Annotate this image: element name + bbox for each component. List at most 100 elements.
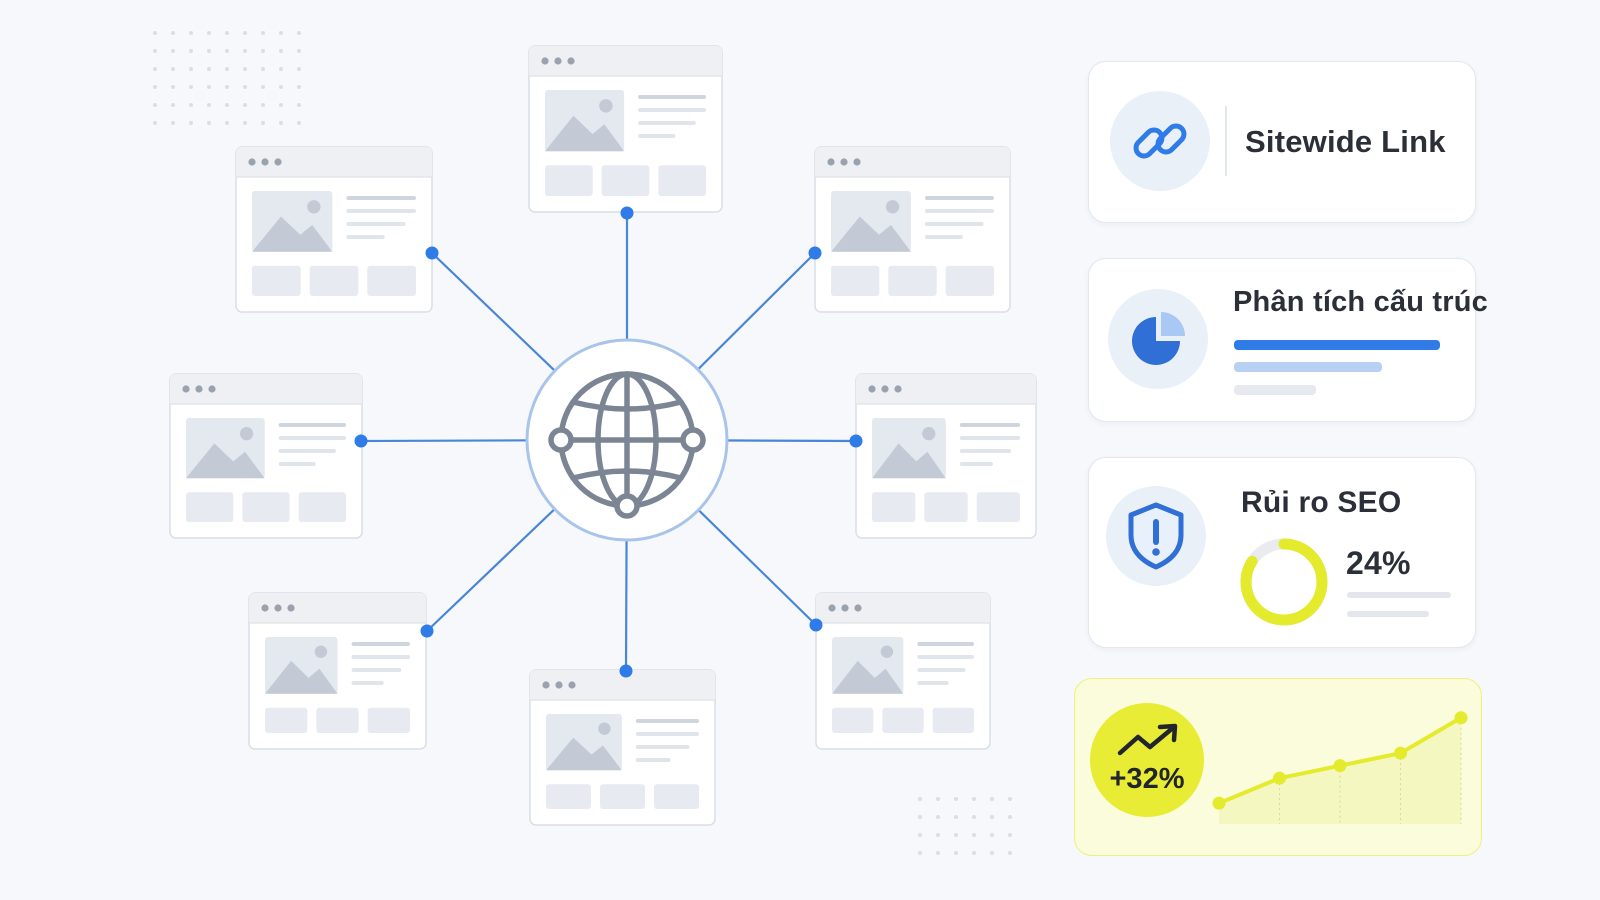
text-line-placeholder	[638, 134, 676, 138]
block-placeholder	[601, 165, 650, 196]
image-mountain-icon	[872, 443, 946, 479]
growth-badge: +32%	[1090, 703, 1204, 817]
decorative-dot	[225, 85, 229, 89]
decorative-dot	[225, 103, 229, 107]
decorative-dot	[972, 851, 976, 855]
window-dot	[567, 57, 575, 65]
decorative-dot	[972, 815, 976, 819]
decorative-dot	[189, 85, 193, 89]
decorative-dot	[261, 103, 265, 107]
connector-endpoint	[354, 434, 368, 448]
text-line-placeholder	[917, 668, 966, 672]
window-dot	[208, 385, 216, 393]
decorative-dot	[972, 833, 976, 837]
decorative-dot	[207, 121, 211, 125]
decorative-dot	[297, 49, 301, 53]
decorative-dot	[261, 49, 265, 53]
text-line-placeholder	[278, 436, 346, 440]
decorative-dot	[918, 851, 922, 855]
decorative-dot	[153, 103, 157, 107]
image-sun-icon	[599, 99, 613, 113]
block-placeholder	[832, 707, 874, 733]
decorative-dot	[207, 103, 211, 107]
text-line-placeholder	[917, 655, 974, 659]
text-line-placeholder	[959, 423, 1020, 427]
donut-arc	[1240, 538, 1328, 626]
decorative-dot	[189, 49, 193, 53]
window-dot	[854, 604, 862, 612]
decorative-dot	[171, 31, 175, 35]
window-title-bar	[815, 147, 1010, 177]
block-placeholder	[600, 784, 645, 809]
growth-point	[1394, 746, 1407, 760]
decorative-dot	[1008, 815, 1012, 819]
text-line-placeholder	[346, 222, 406, 226]
network-diagram	[169, 45, 1037, 826]
sitewide-link-card: Sitewide Link	[1088, 61, 1476, 223]
decorative-dot	[153, 31, 157, 35]
webpage-window-2	[235, 146, 433, 313]
seo-risk-card: Rủi ro SEO 24%	[1088, 457, 1476, 648]
pie-chart-icon	[1132, 312, 1185, 365]
structure-bar-tertiary	[1234, 385, 1316, 395]
decorative-dot	[153, 85, 157, 89]
decorative-dot	[954, 797, 958, 801]
text-line-placeholder	[346, 235, 385, 239]
decorative-dot	[1008, 797, 1012, 801]
block-placeholder	[888, 265, 937, 296]
decorative-dot	[153, 67, 157, 71]
image-sun-icon	[880, 645, 894, 658]
webpage-window-3	[814, 146, 1011, 313]
image-mountain-icon	[832, 660, 904, 694]
window-dot	[828, 604, 836, 612]
decorative-dot	[207, 67, 211, 71]
block-placeholder	[546, 784, 591, 809]
image-sun-icon	[239, 427, 254, 441]
decorative-dot	[261, 67, 265, 71]
decorative-dot	[225, 121, 229, 125]
text-line-placeholder	[351, 642, 410, 646]
text-line-placeholder	[638, 95, 706, 99]
window-title-bar	[816, 593, 990, 623]
window-dot	[274, 158, 282, 166]
window-dot	[568, 681, 576, 689]
decorative-dot	[243, 67, 247, 71]
block-placeholder	[545, 165, 593, 196]
decorative-dot	[936, 797, 940, 801]
image-sun-icon	[598, 722, 611, 735]
decorative-dot	[279, 49, 283, 53]
structure-analysis-card: Phân tích cấu trúc	[1088, 258, 1488, 422]
decorative-dot	[225, 67, 229, 71]
text-line-placeholder	[924, 235, 963, 239]
window-dot	[261, 158, 269, 166]
text-line-placeholder	[924, 196, 994, 200]
decorative-dot	[279, 103, 283, 107]
text-line-placeholder	[924, 222, 984, 226]
decorative-dot	[225, 31, 229, 35]
decorative-dot-grid	[918, 797, 1012, 855]
text-line-placeholder	[959, 449, 1011, 453]
window-dot	[182, 385, 190, 393]
decorative-dot	[1008, 833, 1012, 837]
window-dot	[555, 681, 563, 689]
image-mountain-icon	[545, 115, 625, 152]
link-icon-badge	[1110, 91, 1210, 191]
decorative-dot	[243, 121, 247, 125]
trend-up-icon	[1117, 723, 1178, 756]
shield-alert-icon	[1128, 502, 1184, 570]
window-dot	[195, 385, 203, 393]
text-line-placeholder	[635, 732, 699, 736]
webpage-window-6	[248, 592, 427, 750]
window-dot	[541, 57, 549, 65]
link-chain-icon	[1133, 123, 1187, 159]
webpage-window-8	[529, 669, 716, 826]
decorative-dot	[225, 49, 229, 53]
text-line-placeholder	[351, 655, 410, 659]
text-line-placeholder	[917, 681, 949, 685]
decorative-dot	[279, 85, 283, 89]
text-line-placeholder	[351, 668, 402, 672]
decorative-dot	[990, 797, 994, 801]
growth-line-chart	[1212, 711, 1468, 824]
decorative-dot	[972, 797, 976, 801]
block-placeholder	[882, 707, 924, 733]
